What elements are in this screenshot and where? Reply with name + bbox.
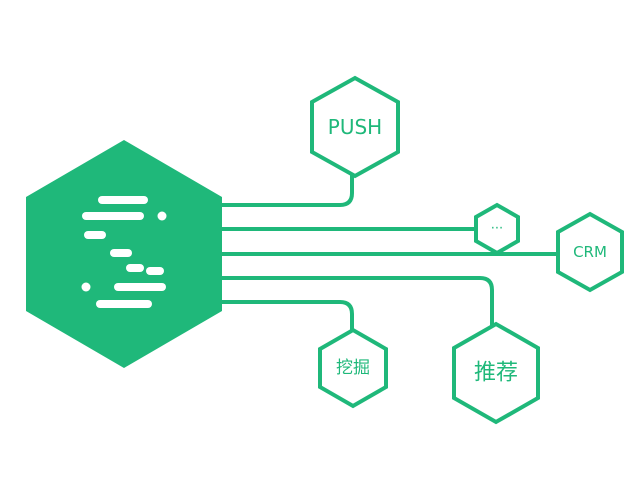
node-more-hexagon	[474, 202, 520, 256]
node-recommend-label: 推荐	[474, 361, 518, 386]
node-mining-hexagon	[318, 327, 388, 409]
connector-mining	[216, 300, 354, 332]
connector-lines	[216, 166, 560, 332]
logo-dot	[81, 282, 91, 292]
node-push-label: PUSH	[328, 115, 382, 139]
logo-dot	[157, 211, 167, 221]
node-mining-label: 挖掘	[336, 358, 370, 378]
connector-recommend	[216, 276, 494, 328]
node-more-label: ···	[491, 222, 503, 237]
node-push: PUSH	[310, 75, 400, 179]
node-crm-hexagon	[556, 211, 624, 293]
hub-node	[26, 140, 222, 368]
node-recommend: 推荐	[452, 321, 540, 425]
s-logo-icon	[81, 196, 167, 308]
node-recommend-hexagon	[452, 321, 540, 425]
connector-push	[216, 166, 354, 207]
node-crm-label: CRM	[573, 243, 607, 261]
node-mining: 挖掘	[318, 327, 388, 409]
node-crm: CRM	[556, 211, 624, 293]
node-push-hexagon	[310, 75, 400, 179]
node-more: ···	[474, 202, 520, 256]
